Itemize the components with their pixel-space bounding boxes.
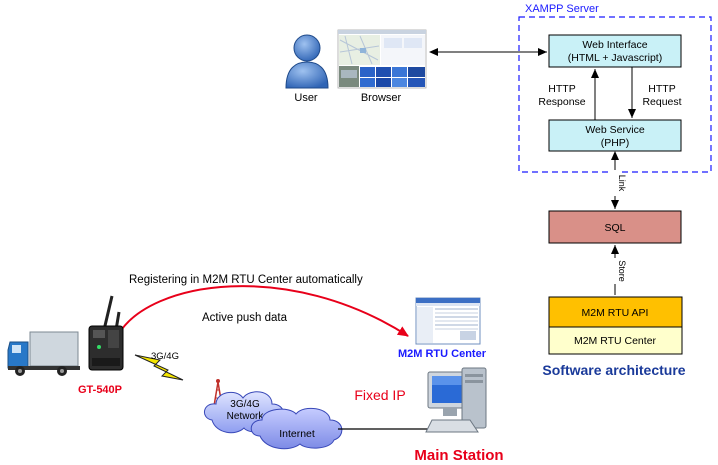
sql-label: SQL bbox=[604, 222, 625, 234]
m2m-rtu-center-window-icon bbox=[415, 297, 481, 345]
http-response-label-1: HTTP bbox=[548, 83, 575, 95]
browser-screenshot-icon bbox=[337, 29, 427, 89]
fixed-ip-label: Fixed IP bbox=[354, 387, 405, 403]
software-architecture-caption: Software architecture bbox=[542, 362, 685, 378]
web-service-sublabel: (PHP) bbox=[601, 137, 630, 149]
truck-icon bbox=[7, 331, 80, 376]
active-push-text: Active push data bbox=[202, 312, 288, 324]
xampp-server-title: XAMPP Server bbox=[525, 3, 599, 15]
m2m-rtu-center-label: M2M RTU Center bbox=[398, 348, 487, 360]
m2m-rtu-api-box bbox=[548, 296, 683, 328]
http-request-label-1: HTTP bbox=[648, 83, 675, 95]
m2m-rtu-center-box bbox=[548, 326, 683, 355]
sql-box bbox=[548, 210, 682, 244]
web-interface-label: Web Interface bbox=[582, 39, 647, 51]
wireless-signal-icon bbox=[134, 354, 184, 381]
http-request-label-2: Request bbox=[642, 96, 681, 108]
user-label: User bbox=[294, 92, 318, 104]
web-service-label: Web Service bbox=[585, 124, 644, 136]
cloud-network-label-1: 3G/4G bbox=[230, 399, 260, 410]
gt540p-label: GT-540P bbox=[78, 384, 122, 396]
gt540p-device-icon bbox=[88, 295, 124, 371]
internet-cloud bbox=[250, 407, 343, 450]
http-response-label-2: Response bbox=[538, 96, 585, 108]
internet-label: Internet bbox=[279, 428, 315, 440]
web-interface-box bbox=[548, 34, 682, 68]
user-icon bbox=[285, 34, 329, 89]
xampp-server-group: XAMPP Server Web Interface (HTML + Javas… bbox=[518, 3, 712, 173]
main-station-computer-icon bbox=[425, 367, 487, 433]
main-station-label: Main Station bbox=[414, 447, 503, 464]
m2m-rtu-api-label: M2M RTU API bbox=[582, 307, 649, 319]
registering-text: Registering in M2M RTU Center automatica… bbox=[129, 274, 363, 286]
store-label: Store bbox=[617, 260, 627, 282]
browser-label: Browser bbox=[361, 92, 402, 104]
cloud-network-label-2: Network bbox=[227, 411, 265, 422]
m2m-rtu-center-box-label: M2M RTU Center bbox=[574, 335, 657, 347]
link-label: Link bbox=[617, 175, 627, 192]
network-type-label: 3G/4G bbox=[151, 351, 179, 362]
push-data-curve bbox=[117, 285, 409, 337]
web-interface-sublabel: (HTML + Javascript) bbox=[568, 52, 662, 64]
